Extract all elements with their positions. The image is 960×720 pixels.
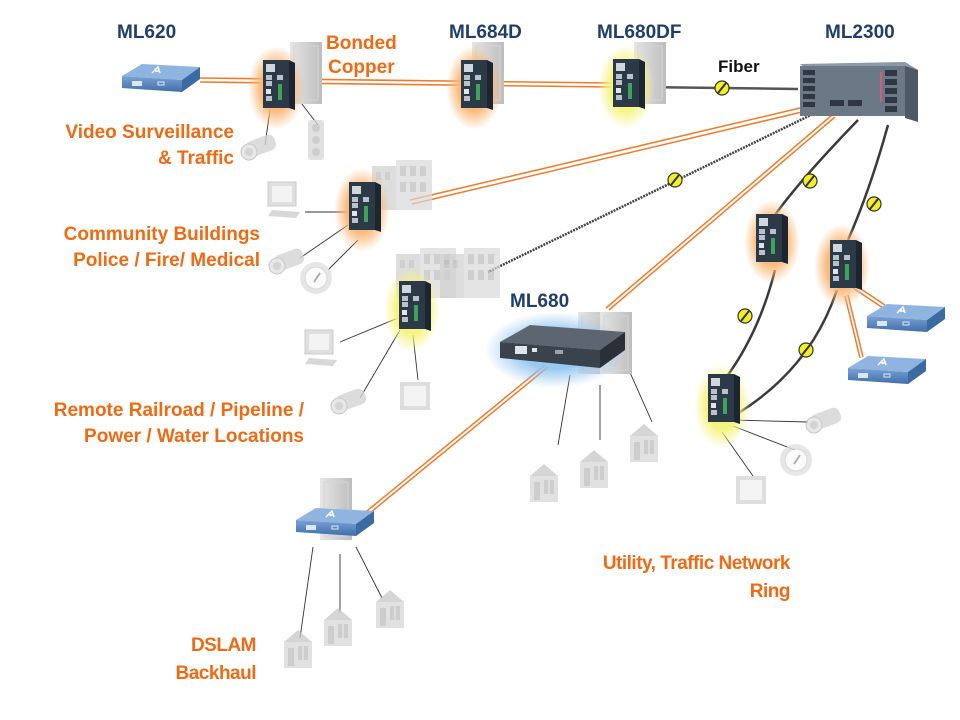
copper-link-community [409,107,803,205]
camera-icon [268,246,307,275]
fiber-marker-icon [798,342,814,358]
utility-line1: Utility, Traffic Network [602,553,791,574]
computer-icon [267,181,301,219]
video-line1: Video Surveillance [65,122,234,143]
house-icon [323,607,353,647]
community-line2: Police / Fire/ Medical [73,250,260,271]
remote-line1: Remote Railroad / Pipeline / [53,400,304,421]
camera-icon [330,386,369,415]
desktop-unit-icon[interactable] [847,355,927,385]
dslam-line2: Backhaul [175,663,257,684]
desktop-unit-icon[interactable] [866,303,946,333]
house-icon [579,449,609,489]
fiber-label: Fiber [718,57,760,76]
house-icon [529,463,559,503]
ml620-device-icon[interactable] [121,63,201,93]
bonded-copper-line2: Copper [328,57,395,78]
ml680-device-icon[interactable] [500,325,625,368]
utility-line2: Ring [749,581,791,602]
ml620-label: ML620 [117,22,177,43]
house-icon [283,629,313,669]
ml680df-device-icon[interactable] [613,59,645,109]
gauge-icon [299,261,333,295]
video-surveillance-label: Video Surveillance & Traffic [65,120,234,172]
devices [121,45,946,537]
ml2300-chassis-icon[interactable] [800,62,918,122]
ml684d-device-icon[interactable] [461,60,493,110]
fiber-marker-icon [714,80,730,96]
camera-icon [240,132,279,161]
house-icon [629,423,659,463]
ml-switch-remote-icon[interactable] [399,281,431,331]
computer-icon [304,329,338,367]
dslam-backhaul-label: DSLAM Backhaul [175,632,257,688]
fiber-marker-icon [802,173,818,189]
ml-switch-ring-1-icon[interactable] [756,214,788,264]
fiber-link-remote [487,111,816,274]
ml680df-label: ML680DF [597,22,682,43]
gauge-icon [779,443,813,477]
bonded-copper-line1: Bonded [326,33,397,54]
copper-link-ml680-dslam [361,114,836,518]
ml684d-label: ML684D [449,22,522,43]
community-line1: Community Buildings [63,224,260,245]
utility-ring-label: Utility, Traffic Network Ring [602,550,791,606]
fiber-marker-icon [866,196,882,212]
ml-switch-ring-3-icon[interactable] [708,374,740,424]
building-icon [440,248,500,298]
house-icon [375,589,405,629]
dslam-desktop-unit-icon[interactable] [295,507,375,537]
dslam-line1: DSLAM [190,635,257,656]
ml-switch-ring-2-icon[interactable] [830,240,862,290]
camera-icon [805,405,844,434]
remote-locations-label: Remote Railroad / Pipeline / Power / Wat… [54,398,304,450]
ml-switch-video-icon[interactable] [263,60,295,110]
fiber-marker-icon [667,172,683,188]
panel-icon [400,382,430,410]
video-line2: & Traffic [157,148,234,169]
ml2300-label: ML2300 [825,22,895,43]
fiber-marker-icon [737,308,753,324]
community-buildings-label: Community Buildings Police / Fire/ Medic… [64,222,260,274]
traffic-light-icon [308,120,324,160]
ml-switch-community-icon[interactable] [349,182,381,232]
bonded-copper-label: Bonded Copper [326,32,397,80]
remote-line2: Power / Water Locations [84,426,304,447]
ml680-label: ML680 [510,291,570,312]
panel-icon [736,476,766,504]
